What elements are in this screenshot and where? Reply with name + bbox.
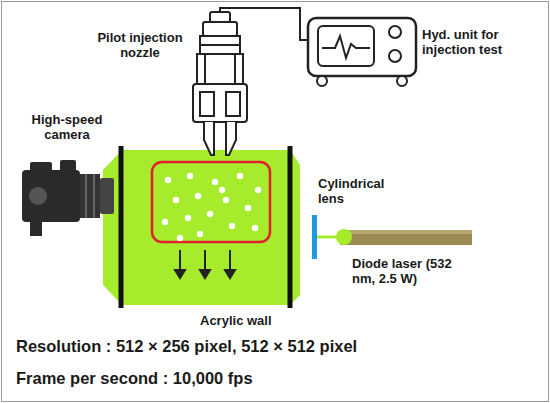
- laser-aperture: [336, 229, 352, 245]
- droplets: [162, 173, 261, 241]
- part-label: Cylindrical lens: [318, 176, 398, 206]
- acrylic-wall: [288, 146, 293, 308]
- cylindrical-lens: [312, 215, 317, 259]
- chamber: [103, 150, 300, 305]
- part-label: Acrylic wall: [200, 313, 320, 328]
- part-label: High-speed camera: [22, 112, 112, 142]
- laser-highlight: [340, 230, 472, 234]
- diode-laser: [340, 230, 472, 245]
- part-label: Pilot injection nozzle: [90, 30, 190, 60]
- hyd-unit: [308, 18, 416, 86]
- high-speed-camera: [22, 160, 114, 236]
- part-label: Hyd. unit for injection test: [422, 27, 522, 57]
- flow-arrows: [175, 250, 235, 278]
- injection-nozzle: [193, 12, 247, 155]
- spec-note: Resolution : 512 × 256 pixel, 512 × 512 …: [16, 336, 536, 356]
- part-label: Diode laser (532 nm, 2.5 W): [352, 256, 472, 286]
- acrylic-wall: [119, 146, 124, 308]
- spec-note: Frame per second : 10,000 fps: [16, 368, 536, 388]
- spray-region: [152, 162, 270, 242]
